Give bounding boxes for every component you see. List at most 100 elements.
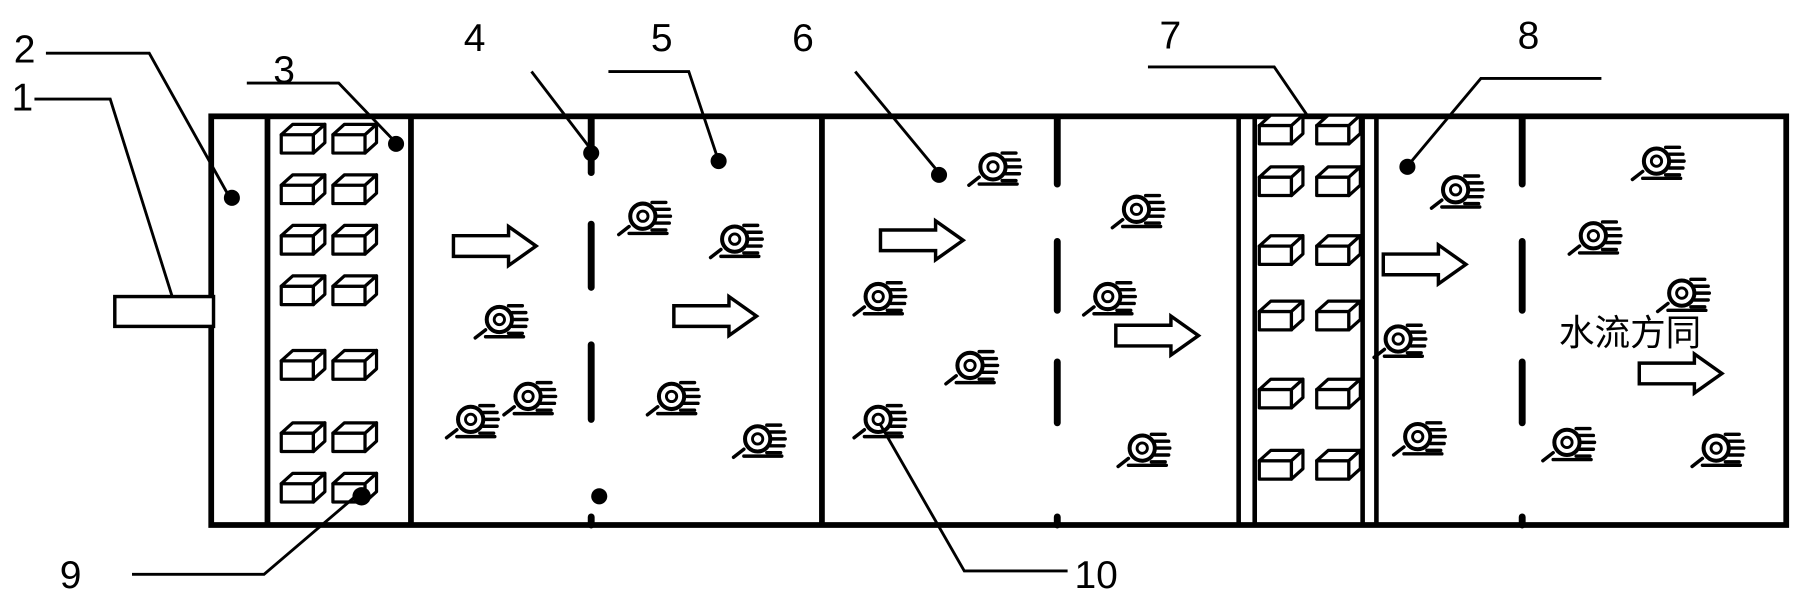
microbe-ring <box>456 404 486 435</box>
microbe-core <box>1411 430 1425 444</box>
filler-block-icon <box>1315 377 1362 410</box>
filler-block-icon <box>279 223 327 256</box>
microbe-cluster-icon <box>1630 145 1686 182</box>
microbe-core <box>1129 202 1144 216</box>
microbe-strand <box>708 247 723 260</box>
leader-line-7 <box>1147 65 1310 119</box>
microbe-ring <box>743 424 773 454</box>
filler-block-front <box>279 482 315 504</box>
filler-block-front <box>1315 459 1351 481</box>
microbe-cluster-icon <box>1116 432 1172 469</box>
filler-block-icon <box>1257 377 1305 410</box>
leader-line-4 <box>530 70 593 151</box>
filler-block-side <box>311 421 327 454</box>
filler-block-side <box>1289 113 1305 146</box>
microbe-strand <box>1690 456 1705 469</box>
microbe-core <box>1135 441 1149 455</box>
filler-block-icon <box>279 173 327 206</box>
filler-block-icon <box>331 421 379 454</box>
microbe-cluster-icon <box>645 380 701 417</box>
microbe-cluster-icon <box>1372 323 1428 360</box>
filler-block-side <box>1347 448 1362 481</box>
microbe-core <box>1101 289 1115 304</box>
microbe-strand <box>444 427 459 440</box>
microbe-cluster-icon <box>852 403 908 440</box>
microbe-ring <box>1127 433 1157 463</box>
label-4: 4 <box>464 17 486 60</box>
microbe-ring <box>1578 221 1609 251</box>
microbe-strand <box>852 427 867 440</box>
flow-arrow-icon <box>672 293 760 339</box>
flow-arrow-icon <box>451 223 540 269</box>
filler-block-icon <box>331 173 379 206</box>
microbe-strand <box>645 405 660 417</box>
microbe-ring <box>863 404 893 435</box>
label-8: 8 <box>1518 15 1540 58</box>
microbe-ring <box>513 381 543 412</box>
microbe-ring <box>1641 146 1672 176</box>
microbe-cluster-icon <box>473 304 529 340</box>
microbe-ring <box>1093 281 1123 312</box>
label-1: 1 <box>11 77 33 120</box>
filler-block-side <box>1347 234 1362 267</box>
filler-block-icon <box>1257 165 1305 198</box>
microbe-core <box>871 289 885 304</box>
label-9: 9 <box>60 554 82 597</box>
microbe-cluster-icon <box>502 380 558 417</box>
filler-block-icon <box>279 421 327 454</box>
filler-block-icon <box>331 348 379 381</box>
microbe-strand <box>1567 244 1582 256</box>
filler-block-icon <box>279 122 327 155</box>
filler-block-icon <box>1257 299 1305 332</box>
microbe-core <box>636 209 650 223</box>
extra-dot <box>591 488 608 505</box>
marker-dot-8 <box>1399 158 1416 175</box>
flow-arrows <box>451 217 1725 397</box>
microbe-ring <box>1701 433 1731 463</box>
filler-block-front <box>331 431 367 454</box>
filler-block-side <box>1347 299 1362 332</box>
microbe-strand <box>473 328 488 340</box>
microbe-cluster-icon <box>1429 174 1485 210</box>
leader-line-5 <box>608 70 719 159</box>
microbe-core <box>751 432 765 446</box>
microbe-cluster-icon <box>1110 193 1166 230</box>
leader-line-2 <box>45 51 229 194</box>
label-7: 7 <box>1159 15 1181 58</box>
microbe-strand <box>731 447 746 459</box>
microbe-strand <box>1391 445 1406 457</box>
leader-line-8 <box>1408 77 1602 165</box>
microbe-core <box>963 358 977 373</box>
filler-block-side <box>363 421 379 454</box>
microbe-core <box>1709 441 1723 455</box>
filler-block-front <box>279 234 315 256</box>
flow-direction-label: 水流方同 <box>1559 313 1701 354</box>
filler-block-side <box>311 122 327 155</box>
perforated-baffles <box>587 114 1526 529</box>
marker-dot-4 <box>583 145 600 162</box>
marker-dot-9 <box>352 487 371 506</box>
microbe-core <box>1675 286 1689 300</box>
microbe-cluster-icon <box>708 223 764 260</box>
microbe-strand <box>944 374 958 386</box>
microbe-cluster-icon <box>852 281 908 317</box>
flow-arrow-icon <box>1637 350 1725 397</box>
leader-line-3 <box>246 81 395 142</box>
filler-block-front <box>331 284 367 307</box>
filler-block-side <box>363 223 379 256</box>
microbe-cluster-icon <box>1567 220 1623 256</box>
label-6: 6 <box>792 17 814 60</box>
microbe-cluster-icon <box>731 423 787 459</box>
microbe-strand <box>1630 169 1645 182</box>
filler-block-front <box>1315 175 1351 198</box>
microbe-ring <box>1403 421 1433 452</box>
filler-block-front <box>331 359 367 381</box>
microbe-core <box>664 389 679 404</box>
leader-line-10 <box>878 422 1068 573</box>
microbe-ring <box>863 281 893 312</box>
microbe-cluster-icon <box>1690 432 1746 469</box>
flow-arrow-icon <box>1114 312 1202 359</box>
microbe-core <box>1586 229 1600 243</box>
filler-block-side <box>363 122 379 155</box>
